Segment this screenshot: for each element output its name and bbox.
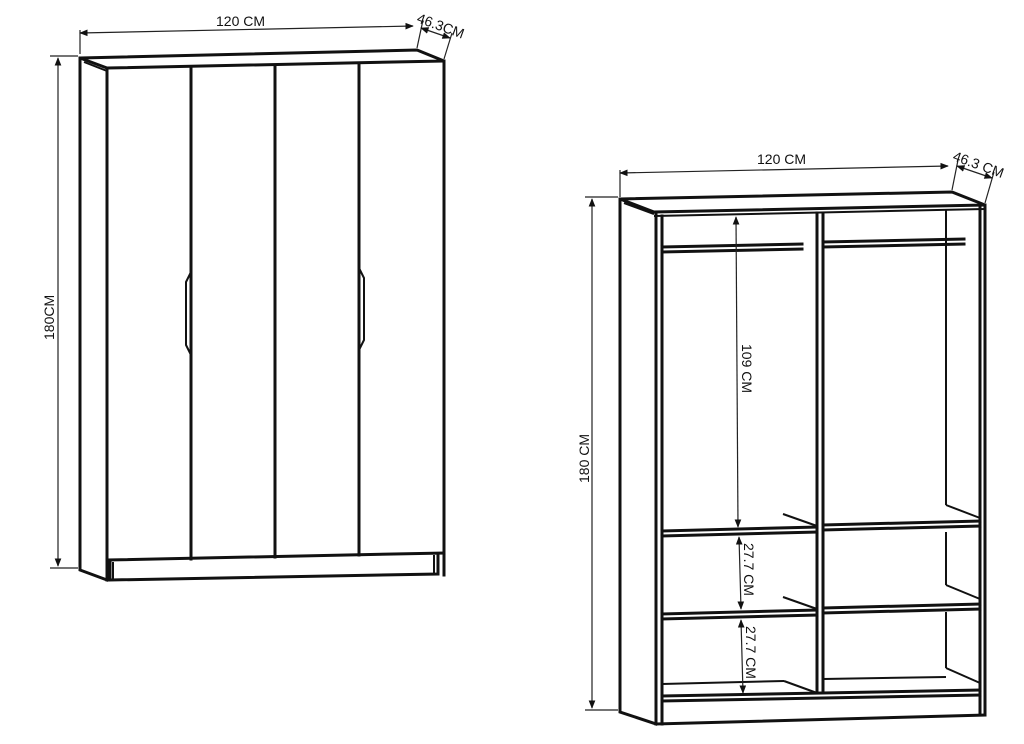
shelf [821, 519, 982, 527]
closed-wardrobe: 120 CM 46.3CM 180CM [41, 10, 467, 582]
shelf [660, 525, 819, 533]
open-wardrobe: 120 CM 46.3 CM 180 CM 109 CM 27.7 CM 27.… [576, 148, 1006, 726]
top-panel [79, 48, 445, 70]
hanging-height-label: 109 CM [739, 344, 755, 393]
handle-icon [185, 271, 192, 356]
shelf [660, 608, 819, 616]
shelf [821, 602, 982, 610]
height-label: 180CM [41, 295, 57, 340]
width-label: 120 CM [216, 13, 265, 29]
depth-label: 46.3CM [415, 10, 467, 42]
depth-label: 46.3 CM [951, 148, 1006, 181]
height-label: 180 CM [576, 434, 592, 483]
side-panel [618, 197, 658, 726]
hanging-rail [660, 242, 804, 249]
side-panel [78, 56, 109, 582]
handle-icon [358, 267, 365, 351]
shelf-gap-label: 27.7 CM [741, 543, 757, 596]
shelf-gap-label: 27.7 CM [743, 626, 759, 679]
plinth [654, 713, 987, 726]
top-panel [619, 190, 986, 214]
bottom-shelf [660, 688, 982, 698]
plinth [108, 552, 440, 582]
hanging-rail [821, 237, 966, 244]
width-label: 120 CM [757, 151, 806, 167]
